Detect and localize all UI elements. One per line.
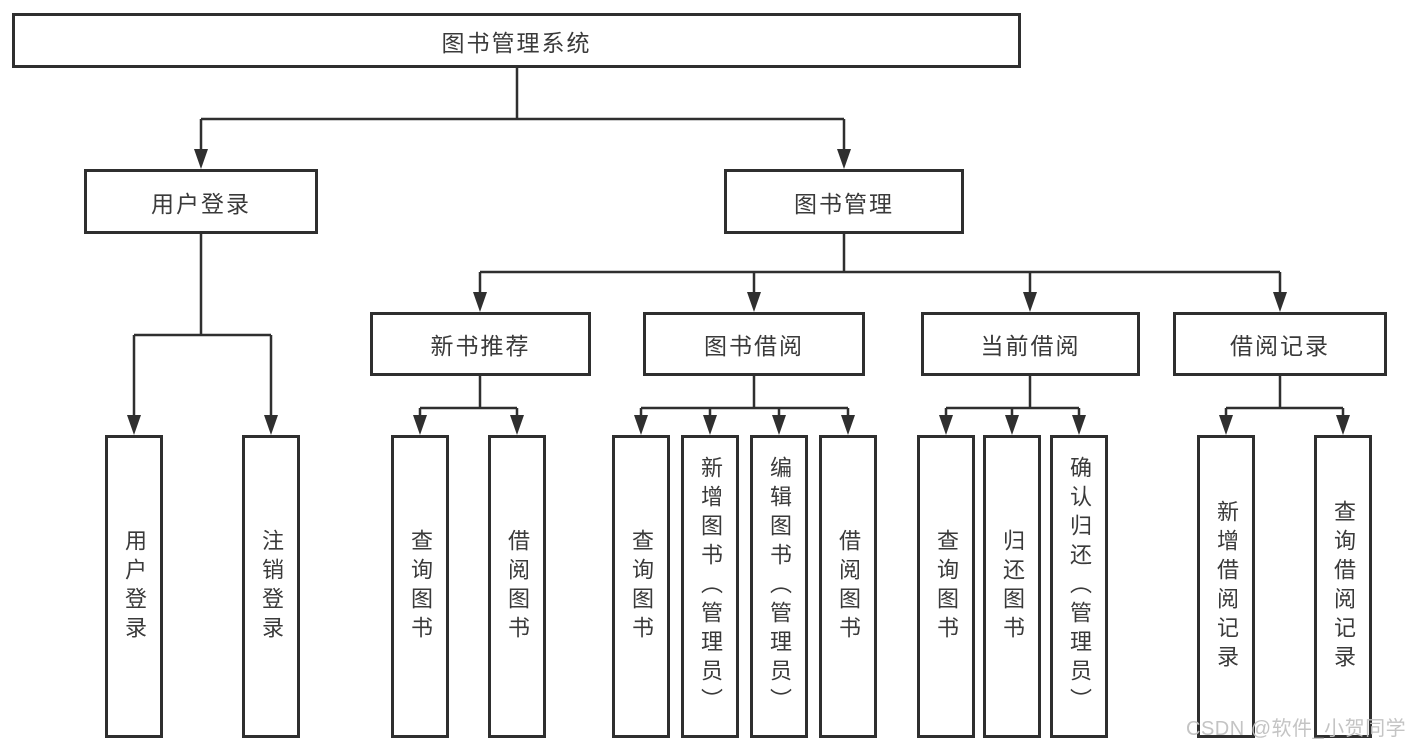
node-label: 确认归还（管理员） (1067, 456, 1092, 717)
node-label: 查询图书 (934, 528, 959, 645)
leaf-logout: 注销登录 (242, 435, 300, 738)
leaf-query-borrow-record: 查询借阅记录 (1314, 435, 1372, 738)
leaf-user-login: 用户登录 (105, 435, 163, 738)
node-label: 用户登录 (151, 190, 251, 217)
leaf-add-borrow-record: 新增借阅记录 (1197, 435, 1255, 738)
node-root-system: 图书管理系统 (12, 13, 1021, 68)
node-label: 查询图书 (629, 528, 654, 645)
node-borrow-records: 借阅记录 (1173, 312, 1387, 376)
node-book-management: 图书管理 (724, 169, 964, 234)
node-book-borrow: 图书借阅 (643, 312, 865, 376)
node-label: 编辑图书（管理员） (767, 456, 792, 717)
leaf-add-book-admin: 新增图书（管理员） (681, 435, 739, 738)
leaf-query-book-1: 查询图书 (391, 435, 449, 738)
node-current-borrow: 当前借阅 (921, 312, 1140, 376)
leaf-borrow-book-2: 借阅图书 (819, 435, 877, 738)
node-label: 查询借阅记录 (1331, 499, 1356, 674)
leaf-query-book-3: 查询图书 (917, 435, 975, 738)
node-label: 注销登录 (259, 528, 284, 645)
leaf-edit-book-admin: 编辑图书（管理员） (750, 435, 808, 738)
node-label: 用户登录 (122, 528, 147, 645)
csdn-watermark: CSDN @软件_小贺同学 (1186, 718, 1405, 740)
node-label: 借阅图书 (836, 528, 861, 645)
node-label: 图书管理系统 (441, 29, 592, 56)
node-label: 当前借阅 (980, 333, 1081, 359)
node-label: 图书管理 (794, 190, 894, 217)
leaf-borrow-book-1: 借阅图书 (488, 435, 546, 738)
leaf-return-book: 归还图书 (983, 435, 1041, 738)
node-label: 归还图书 (1000, 528, 1025, 645)
leaf-query-book-2: 查询图书 (612, 435, 670, 738)
node-label: 借阅图书 (505, 528, 530, 645)
node-label: 新书推荐 (430, 333, 531, 359)
node-label: 图书借阅 (704, 333, 804, 359)
node-label: 查询图书 (408, 528, 433, 645)
node-label: 借阅记录 (1230, 333, 1330, 359)
node-label: 新增借阅记录 (1214, 499, 1239, 674)
node-new-book-recommend: 新书推荐 (370, 312, 591, 376)
leaf-confirm-return-admin: 确认归还（管理员） (1050, 435, 1108, 738)
node-user-login: 用户登录 (84, 169, 318, 234)
node-label: 新增图书（管理员） (698, 456, 723, 717)
